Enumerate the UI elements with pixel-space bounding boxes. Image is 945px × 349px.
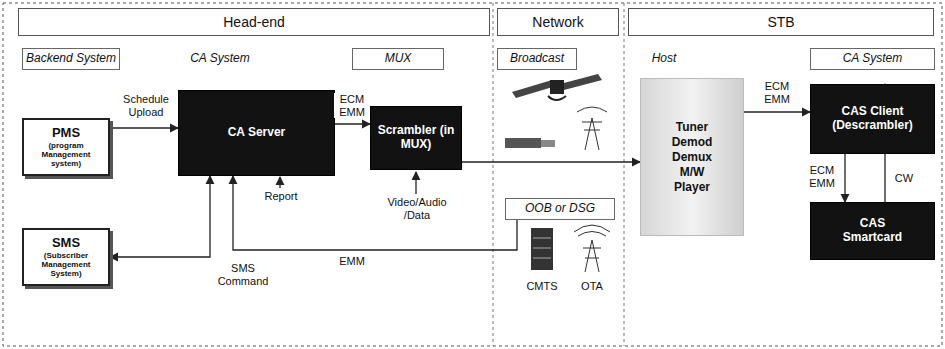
edge-label: ECM EMM [758,80,796,105]
subsection-label: MUX [352,48,444,70]
node-text: OOB or DSG [525,202,595,216]
section-header: Network [497,8,619,36]
node-text: SMS [52,236,80,251]
node-text: Backend System [26,52,116,66]
note-label: OTA [576,280,608,293]
note-label: CMTS [520,280,564,293]
section-header: Head-end [18,8,490,36]
connector [462,161,640,162]
connector [110,127,178,128]
server-box: CA Server [178,90,335,176]
connector [744,111,810,112]
node-text: PMS [52,126,80,141]
satellite-icon [512,74,602,100]
node-text: STB [767,14,794,30]
node-text: Scrambler (in MUX) [371,124,461,152]
subsection-label: Host [636,48,692,70]
client-box: CAS Client (Descrambler) [810,84,935,154]
node-text: MUX [385,52,412,66]
outer-frame [3,3,942,346]
host-box: Tuner Demod Demux M/W Player [640,78,744,236]
connector [335,123,370,124]
node-text: (program Management system) [26,141,106,169]
section-header: STB [628,8,934,36]
network-box: OOB or DSG [505,198,615,220]
smartcard-box: CAS Smartcard [810,202,935,260]
edge-label: ECM EMM [334,93,370,118]
subsection-label: Backend System [22,48,120,70]
connector [110,176,210,257]
subsection-label: CA System [178,48,262,70]
section-divider [624,3,625,346]
dish-icon [505,138,555,148]
node-text: CAS Client (Descrambler) [823,105,923,133]
section-divider [493,3,494,346]
tower-icon [577,107,607,150]
node-text: Host [652,52,677,66]
connector [844,154,845,202]
ota-icon [574,225,610,272]
node-text: CA System [190,52,250,66]
system-box: SMS(Subscriber Management System) [22,228,110,286]
edge-label: ECM EMM [804,164,840,189]
cmts-icon [531,228,553,270]
note-label: Report [262,190,300,203]
node-text: (Subscriber Management System) [26,251,106,279]
node-text: Network [532,14,583,30]
system-box: PMS(program Management system) [22,118,110,176]
node-text: CA Server [228,126,286,140]
input-arrow [415,172,416,194]
edge-label: Schedule Upload [116,93,176,118]
edge-label: EMM [335,255,369,268]
connector [233,176,517,250]
scrambler-box: Scrambler (in MUX) [370,106,462,170]
edge-label: CW [892,172,916,185]
subsection-label: Broadcast [497,48,577,70]
node-text: Broadcast [510,52,564,66]
report-arrow [279,177,280,188]
node-text: Head-end [223,14,285,30]
node-text: Tuner Demod Demux M/W Player [666,120,718,195]
node-text: CAS Smartcard [838,217,908,245]
node-text: CA System [843,52,903,66]
note-label: Video/Audio /Data [384,196,450,221]
subsection-label: CA System [810,48,935,70]
edge-label: SMS Command [214,262,272,287]
